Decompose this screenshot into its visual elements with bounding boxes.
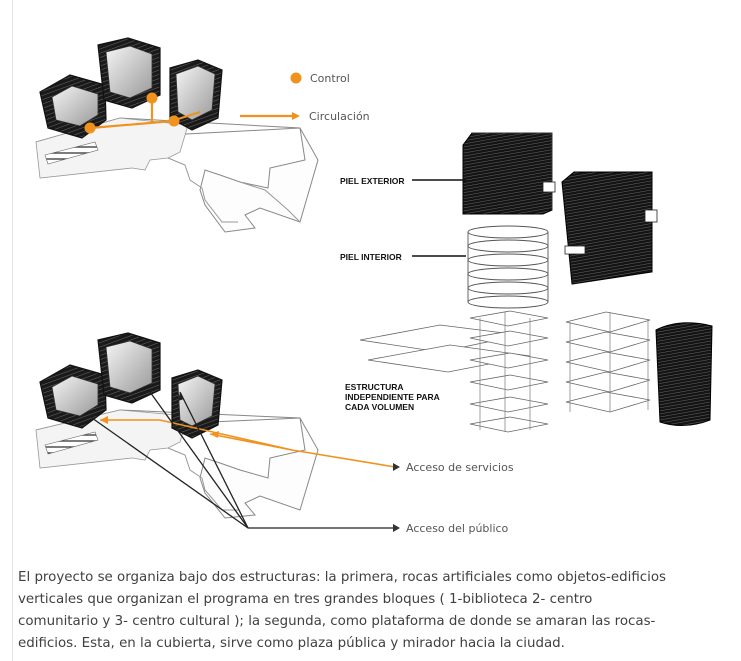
left-rule <box>12 0 13 661</box>
description-paragraph: El proyecto se organiza bajo dos estruct… <box>18 567 732 655</box>
paragraph-line-3: comunitario y 3- centro cultural ); la s… <box>18 614 656 629</box>
paragraph-line-4: edificios. Esta, en la cubierta, sirve c… <box>18 636 565 651</box>
label-piel-interior: PIEL INTERIOR <box>340 252 402 262</box>
legend-circulacion: Circulación <box>309 110 370 123</box>
plan-bottom <box>35 332 400 532</box>
label-piel-exterior: PIEL EXTERIOR <box>340 176 405 186</box>
plan-top <box>35 37 319 233</box>
legend-acceso-publico: Acceso del público <box>406 522 509 535</box>
architecture-diagram <box>35 37 713 532</box>
label-estructura-2: INDEPENDIENTE PARA <box>345 392 440 402</box>
label-estructura-3: CADA VOLUMEN <box>345 402 415 412</box>
paragraph-line-2: verticales que organizan el programa en … <box>18 592 593 607</box>
paragraph-line-1: El proyecto se organiza bajo dos estruct… <box>18 570 667 585</box>
legend-acceso-servicios: Acceso de servicios <box>406 461 514 474</box>
legend-control: Control <box>310 72 350 85</box>
label-estructura-1: ESTRUCTURA <box>345 382 404 392</box>
exploded-axonometric <box>359 132 713 433</box>
